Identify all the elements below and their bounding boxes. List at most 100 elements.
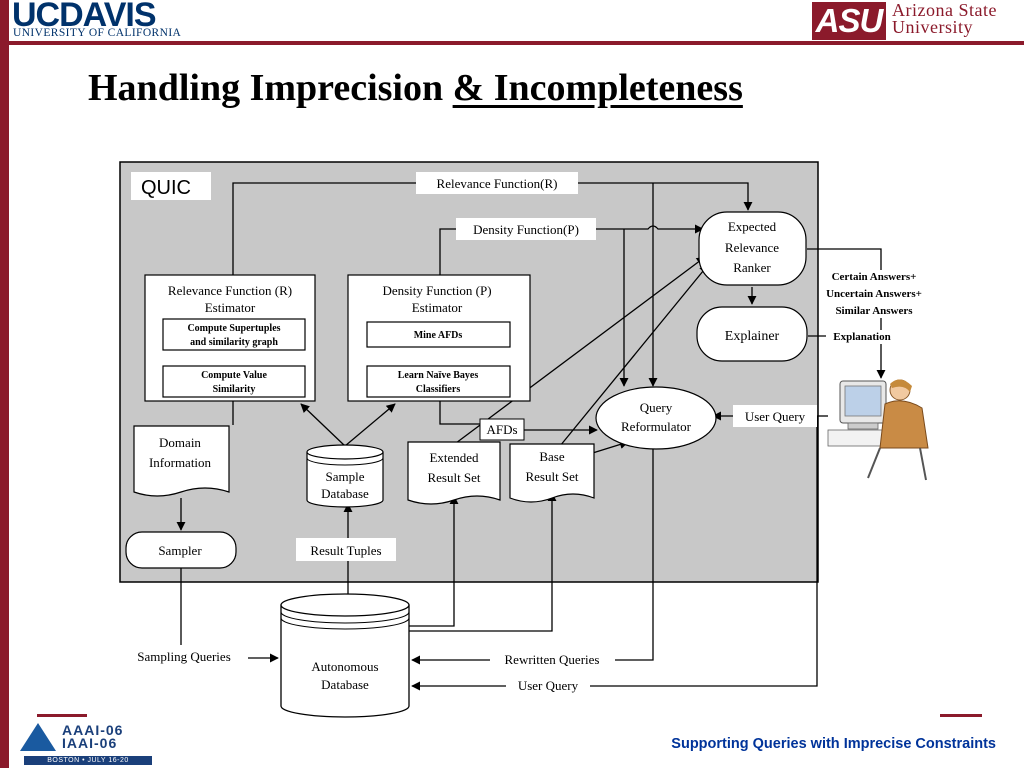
- chair-legs: [867, 447, 927, 481]
- sample-db-body: [306, 452, 384, 508]
- sample-db-line1: Sample: [326, 469, 365, 484]
- answers-line1: Certain Answers+: [832, 271, 917, 283]
- conference-logo-mark: [20, 723, 56, 751]
- autonomous-db-top: [280, 593, 410, 617]
- person-body: [879, 400, 929, 449]
- rel-estimator-title2: Estimator: [205, 300, 256, 315]
- ucdavis-logo-main: UCDAVIS: [12, 0, 156, 34]
- slide-title-part2: & Incompleteness: [452, 67, 743, 109]
- person-hair: [890, 379, 912, 392]
- rel-estimator-title1: Relevance Function (R): [168, 283, 292, 298]
- rel-sub-box-2: [162, 365, 306, 398]
- rel-function-label-box: [416, 172, 578, 194]
- domain-info-line2: Information: [149, 455, 212, 470]
- header-rule: [9, 41, 1024, 45]
- explainer-label: Explainer: [725, 329, 780, 344]
- slide-title: Handling Imprecision & Incompleteness: [88, 66, 743, 110]
- answers-line2: Uncertain Answers+: [826, 288, 922, 300]
- asu-logo: ASU Arizona State University: [812, 0, 1024, 40]
- autonomous-db-ring-2: [280, 617, 410, 630]
- den-sub-box-2-line2: Classifiers: [416, 384, 461, 395]
- ranker-line2: Relevance: [725, 240, 779, 255]
- base-to-ranker-arrow: [559, 264, 709, 447]
- ranker-box: [698, 211, 807, 286]
- user-query-bottom-label: User Query: [518, 678, 579, 693]
- sampler-label: Sampler: [158, 543, 202, 558]
- autonomous-to-base-arrow: [409, 492, 557, 632]
- autonomous-to-extended-arrow: [409, 495, 459, 627]
- diagram-connectors: [176, 182, 886, 691]
- ranker-to-answers-line: [807, 248, 882, 270]
- sample-db-top: [306, 444, 384, 460]
- asu-logo-line2: University: [892, 17, 973, 37]
- asu-logo-line1: Arizona State: [892, 0, 997, 20]
- den-sub-box-2-line1: Learn Naïve Bayes: [398, 370, 479, 381]
- den-sub-box-1-text: Mine AFDs: [414, 330, 463, 341]
- reformulator-line1: Query: [640, 400, 673, 415]
- base-set-line1: Base: [539, 449, 565, 464]
- quic-label-box: [131, 172, 211, 200]
- conference-line1: AAAI-06: [62, 722, 124, 738]
- footer-caption: Supporting Queries with Imprecise Constr…: [671, 736, 996, 752]
- domain-info-doc: [133, 425, 230, 497]
- rel-function-arrow: [578, 182, 753, 211]
- quic-label: QUIC: [141, 177, 191, 199]
- extended-set-line1: Extended: [429, 450, 479, 465]
- footer-accent: [940, 714, 982, 717]
- afds-label-box: [479, 418, 525, 441]
- conference-logo-text: AAAI-06 IAAI-06: [62, 722, 124, 751]
- rel-function-label: Relevance Function(R): [437, 176, 558, 191]
- ucdavis-logo-subtitle: UNIVERSITY OF CALIFORNIA: [13, 27, 182, 39]
- ranker-line3: Ranker: [733, 260, 771, 275]
- rel-function-line-left: [232, 182, 416, 275]
- den-function-label: Density Function(P): [473, 222, 579, 237]
- sample-db-line2: Database: [321, 486, 369, 501]
- result-tuples-box: [296, 538, 396, 561]
- reformulator-line2: Reformulator: [621, 419, 692, 434]
- sampler-box: [125, 531, 237, 569]
- ucdavis-logo: UCDAVIS UNIVERSITY OF CALIFORNIA: [12, 0, 214, 40]
- user-query-down-line: [590, 416, 818, 687]
- sample-to-rel-arrow: [300, 403, 346, 447]
- monitor-screen: [844, 385, 882, 417]
- asu-logo-mark: ASU: [812, 2, 886, 40]
- sampling-queries-label: Sampling Queries: [137, 649, 231, 664]
- den-function-label-box: [456, 218, 596, 240]
- autonomous-db-body: [280, 605, 410, 718]
- autonomous-db-line1: Autonomous: [311, 659, 378, 674]
- reformulator-ellipse: [595, 386, 717, 450]
- conference-line2: IAAI-06: [62, 735, 118, 751]
- explanation-label: Explanation: [833, 331, 890, 343]
- slide-title-part1: Handling Imprecision: [88, 67, 453, 109]
- answers-line3: Similar Answers: [835, 305, 913, 317]
- den-estimator-title1: Density Function (P): [382, 283, 491, 298]
- rel-sub-box-1-line1: Compute Supertuples: [187, 323, 280, 334]
- rewritten-queries-label: Rewritten Queries: [505, 652, 600, 667]
- user-computer-illustration: [827, 379, 929, 481]
- autonomous-db-ring-1: [280, 611, 410, 624]
- afds-label: AFDs: [486, 422, 517, 437]
- rel-sub-box-2-line1: Compute Value: [201, 370, 267, 381]
- extended-set-doc: [407, 441, 501, 505]
- monitor-stand: [847, 422, 879, 430]
- user-query-right-box: [733, 405, 817, 427]
- extended-to-ranker-arrow: [451, 256, 706, 447]
- autonomous-db-line2: Database: [321, 677, 369, 692]
- domain-info-line1: Domain: [159, 435, 201, 450]
- rel-sub-box-1: [162, 318, 306, 351]
- sample-db-ring: [306, 457, 384, 466]
- rel-sub-box-1-line2: and similarity graph: [190, 337, 278, 348]
- extended-set-line2: Result Set: [427, 470, 480, 485]
- user-query-right-label: User Query: [745, 409, 806, 424]
- asu-logo-name: Arizona State University: [892, 0, 997, 37]
- explainer-box: [696, 306, 808, 362]
- den-sub-box-2: [366, 365, 511, 398]
- result-tuples-label: Result Tuples: [310, 543, 381, 558]
- left-accent-bar: [0, 0, 9, 768]
- conference-dates: BOSTON • JULY 16-20: [24, 756, 152, 765]
- den-to-afds-line: [439, 401, 480, 425]
- ranker-line1: Expected: [728, 219, 777, 234]
- den-estimator-title2: Estimator: [412, 300, 463, 315]
- base-set-line2: Result Set: [525, 469, 578, 484]
